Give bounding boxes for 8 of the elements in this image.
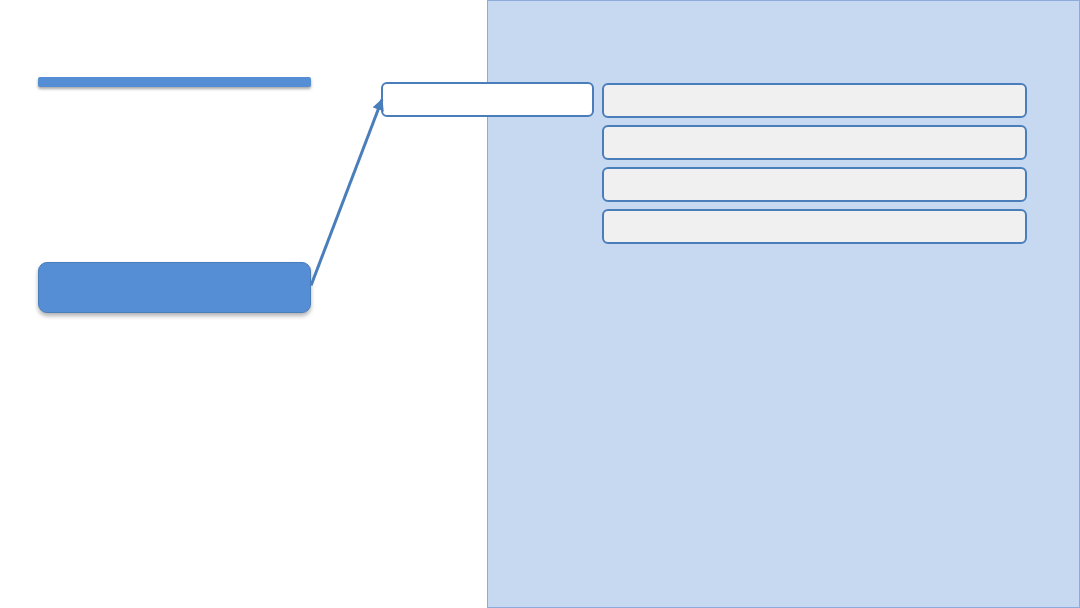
list-box (602, 125, 1027, 160)
list-box (602, 167, 1027, 202)
list-box (602, 209, 1027, 244)
list-box (602, 83, 1027, 118)
arrow (309, 98, 384, 287)
process-box (38, 262, 311, 313)
background-panel (487, 0, 1080, 608)
process-box (381, 82, 594, 117)
